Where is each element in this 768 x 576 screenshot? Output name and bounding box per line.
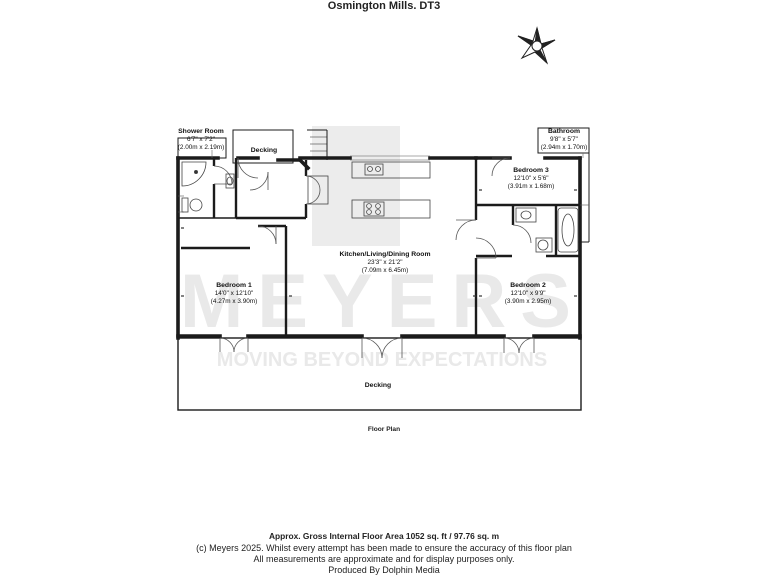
room-dimensions-imperial: 6'7" x 7'2"	[187, 136, 215, 143]
room-label-bathroom: Bathroom 9'8" x 5'7" (2.94m x 1.70m)	[535, 128, 593, 152]
room-label-bedroom-2: Bedroom 2 12'10" x 9'9" (3.90m x 2.95m)	[492, 282, 564, 306]
room-label-decking-bottom: Decking	[350, 382, 406, 390]
room-label-kitchen-living-dining: Kitchen/Living/Dining Room 23'3" x 21'2"…	[335, 251, 435, 275]
room-name: Kitchen/Living/Dining Room	[339, 251, 431, 258]
footer-area: Approx. Gross Internal Floor Area 1052 s…	[268, 531, 500, 541]
room-dimensions-metric: (3.90m x 2.95m)	[504, 298, 552, 305]
room-name: Decking	[250, 147, 278, 154]
compass-rose-icon	[517, 26, 556, 65]
floor-caption: Floor Plan	[367, 426, 401, 433]
room-dimensions-metric: (3.91m x 1.68m)	[507, 183, 555, 190]
room-name: Bedroom 1	[216, 282, 252, 289]
room-label-bedroom-1: Bedroom 1 14'0" x 12'10" (4.27m x 3.90m)	[198, 282, 270, 306]
room-label-shower-room: Shower Room 6'7" x 7'2" (2.00m x 2.19m)	[176, 128, 226, 152]
room-name: Bedroom 3	[513, 167, 549, 174]
footer-producer: Produced By Dolphin Media	[328, 565, 440, 575]
footer-disclaimer-1: (c) Meyers 2025. Whilst every attempt ha…	[196, 543, 572, 553]
room-dimensions-metric: (7.09m x 6.45m)	[361, 267, 409, 274]
room-dimensions-metric: (4.27m x 3.90m)	[210, 298, 258, 305]
room-name: Bedroom 2	[510, 282, 546, 289]
room-name: Shower Room	[178, 128, 224, 135]
room-label-decking-top: Decking	[240, 147, 288, 155]
plan-title: Osmington Mills. DT3	[327, 0, 441, 12]
room-dimensions-imperial: 12'10" x 9'9"	[510, 290, 546, 297]
room-dimensions-imperial: 9'8" x 5'7"	[550, 136, 578, 143]
room-label-bedroom-3: Bedroom 3 12'10" x 5'6" (3.91m x 1.68m)	[496, 167, 566, 191]
room-dimensions-imperial: 14'0" x 12'10"	[214, 290, 254, 297]
room-name: Decking	[364, 382, 392, 389]
footer-disclaimer-2: All measurements are approximate and for…	[253, 554, 515, 564]
room-dimensions-imperial: 23'3" x 21'2"	[367, 259, 403, 266]
room-dimensions-metric: (2.00m x 2.19m)	[177, 144, 225, 151]
room-name: Bathroom	[547, 128, 581, 135]
room-dimensions-imperial: 12'10" x 5'6"	[513, 175, 549, 182]
room-dimensions-metric: (2.94m x 1.70m)	[540, 144, 588, 151]
